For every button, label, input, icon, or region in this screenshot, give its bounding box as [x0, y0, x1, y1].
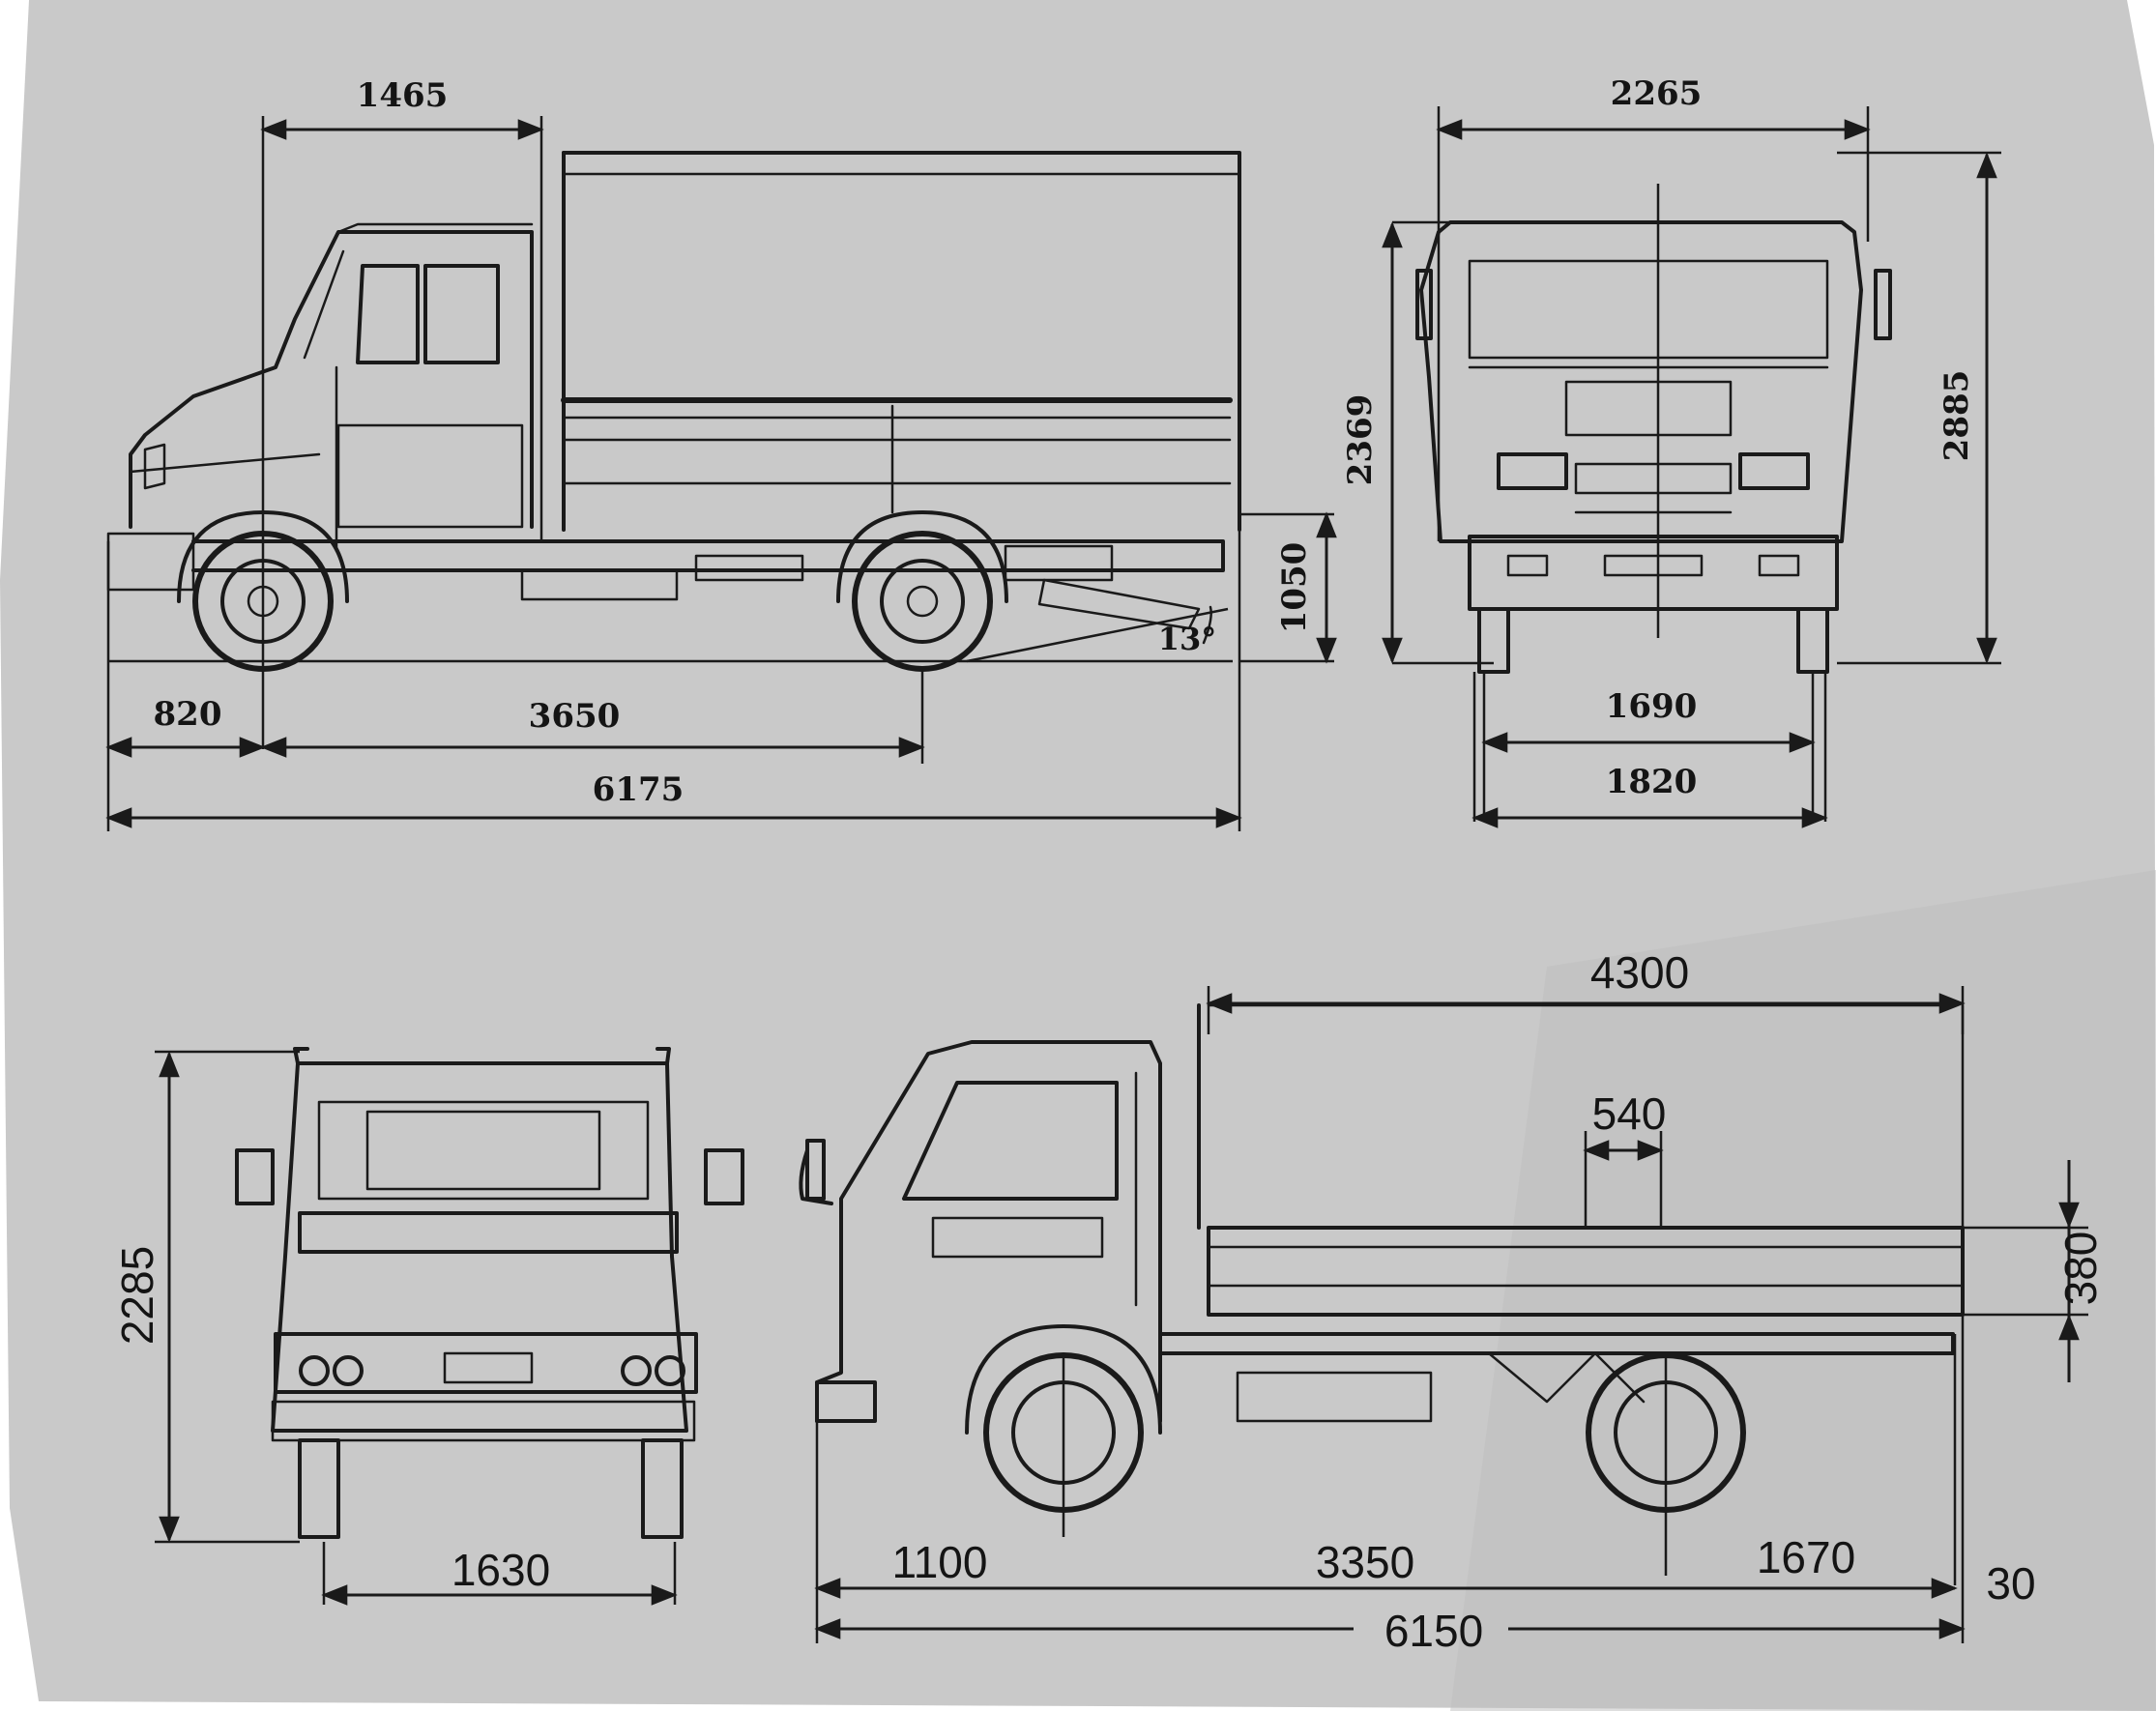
dim-angle: 13° [1158, 621, 1217, 657]
dim-gap: 30 [1986, 1558, 2035, 1609]
dim-side-height: 380 [2055, 1232, 2106, 1306]
dim-platform-height: 1050 [1275, 542, 1314, 634]
dim-wheelbase: 3650 [529, 697, 621, 736]
dim-track-bottom: 1630 [452, 1545, 550, 1595]
dim-body-length: 4300 [1590, 947, 1689, 998]
dim-overall-length: 6175 [593, 770, 685, 809]
front-view-bottom: 2285 1630 [112, 1047, 744, 1606]
side-view-bottom: 4300 540 380 1100 3350 1670 30 6150 [799, 947, 2106, 1656]
dim-bed-offset: 540 [1592, 1088, 1667, 1139]
dim-overall-length-bottom: 6150 [1384, 1606, 1483, 1656]
dim-overall-height: 2885 [1937, 370, 1976, 462]
dim-wheelbase-bottom: 3350 [1316, 1537, 1414, 1587]
dim-overall-width: 2265 [1611, 74, 1703, 113]
dim-height-bottom: 2285 [112, 1246, 162, 1345]
dim-track-front: 1820 [1606, 763, 1698, 801]
dim-rear-overhang: 1670 [1757, 1532, 1855, 1582]
dim-front-overhang: 820 [154, 695, 222, 734]
side-view-top: 1465 820 3650 6175 1050 13° [105, 76, 1337, 831]
paper-shading [1450, 870, 2156, 1711]
dim-front-overhang-bottom: 1100 [892, 1537, 988, 1587]
front-view-top: 2265 2369 2885 1690 1820 [1341, 74, 2001, 828]
dim-track-rear: 1690 [1606, 687, 1698, 726]
dim-cab-width: 1465 [357, 76, 449, 115]
dim-cab-height: 2369 [1341, 394, 1380, 486]
